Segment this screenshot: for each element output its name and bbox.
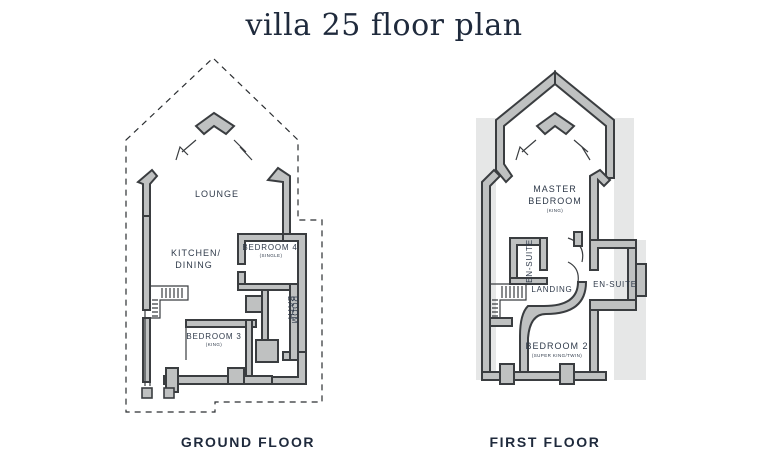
room-sub-bedroom-4: (SINGLE) — [260, 253, 283, 258]
room-sub-bedroom-2: (SUPER KING/TWIN) — [532, 353, 582, 358]
page-title: villa 25 floor plan — [245, 8, 523, 43]
ground-floor-plan: LOUNGE KITCHEN/ DINING BEDROOM 4 (SINGLE… — [125, 57, 323, 413]
room-label-kitchen: KITCHEN/ — [171, 248, 221, 258]
room-label-dining: DINING — [175, 260, 213, 270]
room-label-landing: LANDING — [531, 285, 572, 294]
room-label-ensuite-left: EN-SUITE — [525, 239, 534, 283]
ground-staircase — [150, 285, 189, 319]
room-sub-master: (KING) — [547, 208, 564, 213]
ensuite-right-walls — [589, 239, 637, 271]
ground-floor-caption: GROUND FLOOR — [180, 434, 316, 450]
first-floor-plan: MASTER BEDROOM (KING) EN-SUITE EN-SUITE … — [476, 69, 647, 385]
ground-right-pitch-wall — [266, 166, 291, 235]
room-label-room: ROOM — [290, 296, 299, 324]
master-bay-window — [535, 111, 576, 136]
room-label-bedroom-4: BEDROOM 4 — [242, 243, 297, 252]
bedroom-4-walls — [237, 233, 284, 265]
roof-shadow — [476, 118, 646, 380]
pillar — [141, 387, 153, 399]
landing-curved-wall — [519, 281, 588, 373]
room-label-lounge: LOUNGE — [195, 189, 239, 199]
room-label-master-bedroom: BEDROOM — [528, 196, 582, 206]
bedroom-3-walls — [185, 319, 257, 328]
first-floor-caption: FIRST FLOOR — [489, 434, 601, 450]
ground-left-pitch-wall — [136, 168, 159, 217]
first-staircase — [489, 283, 527, 327]
pillar — [163, 387, 175, 399]
lounge-bay-window — [194, 111, 236, 136]
room-label-bedroom-2: BEDROOM 2 — [525, 341, 588, 351]
room-label-bedroom-3: BEDROOM 3 — [186, 332, 241, 341]
room-label-ensuite-right: EN-SUITE — [593, 280, 637, 289]
ground-left-wall — [142, 215, 151, 311]
ground-floor-outline — [125, 57, 323, 413]
room-label-bath: BATH — [286, 296, 295, 320]
room-label-master: MASTER — [533, 184, 577, 194]
room-sub-bedroom-3: (KING) — [206, 342, 223, 347]
